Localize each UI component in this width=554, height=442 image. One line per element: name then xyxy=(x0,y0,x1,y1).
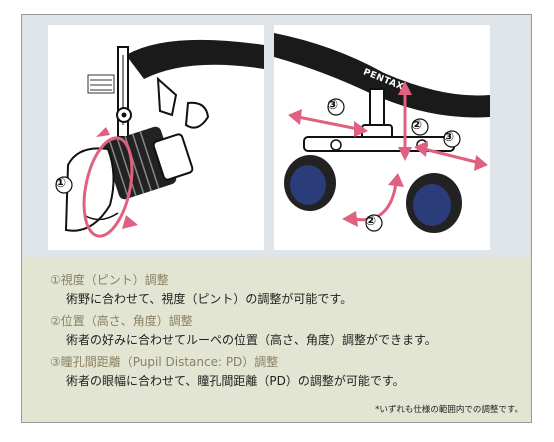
badge-3-right: ③ xyxy=(443,130,455,145)
adjustment-notes: ①視度（ピント）調整 術野に合わせて、視度（ピント）の調整が可能です。 ②位置（… xyxy=(22,257,531,422)
badge-2-lower: ② xyxy=(365,214,377,229)
item-2-desc: 術者の好みに合わせてルーペの位置（高さ、角度）調整ができます。 xyxy=(66,333,437,347)
diopter-drawing xyxy=(55,39,264,238)
item-3-title: ③瞳孔間距離（Pupil Distance: PD）調整 xyxy=(50,355,279,369)
badge-1: ① xyxy=(55,176,67,191)
feature-panel: ① xyxy=(21,14,532,423)
badge-2-upper: ② xyxy=(411,118,423,133)
badge-3-left: ③ xyxy=(327,98,339,113)
footnote: *いずれも仕様の範囲内での調整です。 xyxy=(375,405,523,415)
diopter-illustration: ① xyxy=(48,25,264,250)
item-2-title: ②位置（高さ、角度）調整 xyxy=(50,314,193,328)
item-3-desc: 術者の眼幅に合わせて、瞳孔間距離（PD）の調整が可能です。 xyxy=(66,374,405,388)
position-drawing xyxy=(274,33,490,233)
item-1-title: ①視度（ピント）調整 xyxy=(50,273,169,287)
position-pd-illustration: PENTAX ③ ② ③ ② xyxy=(274,25,490,250)
item-1-desc: 術野に合わせて、視度（ピント）の調整が可能です。 xyxy=(66,292,353,306)
